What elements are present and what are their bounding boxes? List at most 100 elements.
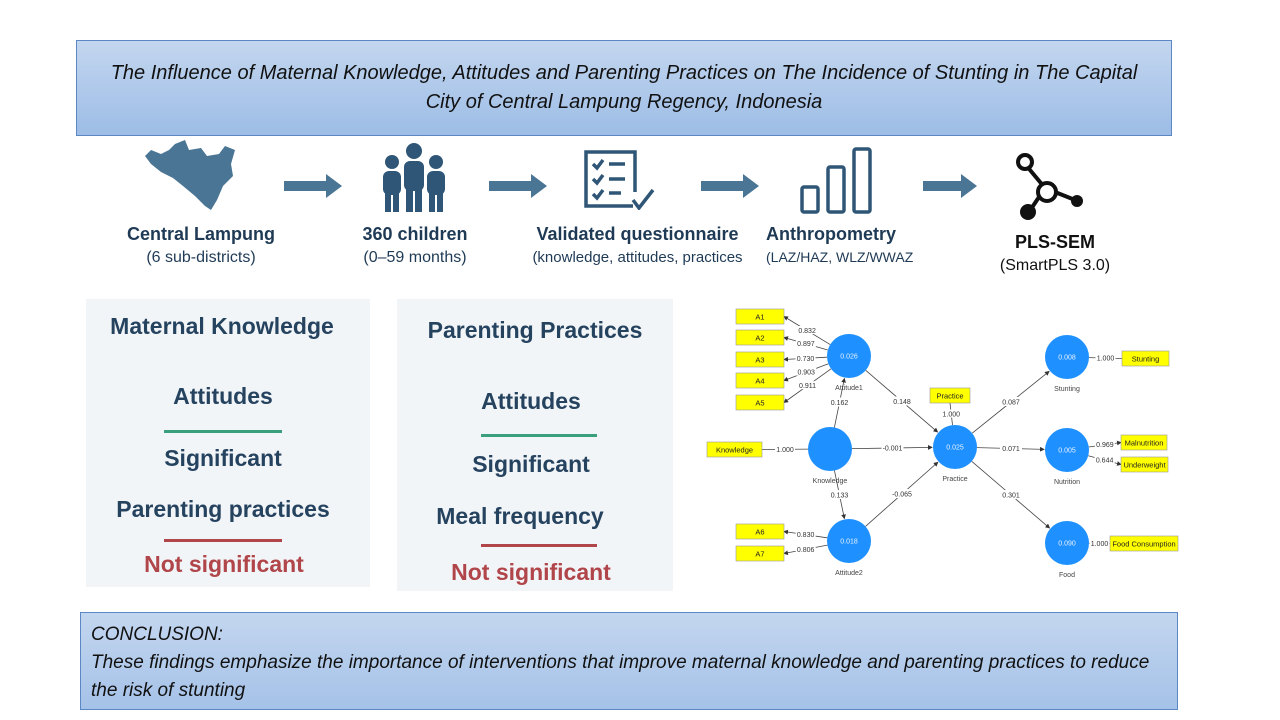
page-title: The Influence of Maternal Knowledge, Att…: [110, 62, 1138, 113]
checklist-icon: [584, 150, 655, 210]
r-squared-value: 0.018: [840, 539, 858, 546]
panel-maternal-knowledge: Maternal Knowledge Attitudes Significant…: [86, 299, 370, 587]
path-label-bg: [891, 396, 913, 406]
step-title: Central Lampung: [126, 224, 275, 244]
step-title: Validated questionnaire: [536, 224, 739, 244]
step-study-area: Central Lampung (6 sub-districts): [100, 224, 302, 267]
step-subtitle: (LAZ/HAZ, WLZ/WWAZ: [766, 249, 914, 265]
indicator-label: A5: [755, 399, 764, 408]
outer-loading: 1.000: [1097, 356, 1115, 363]
path-coefficient: 0.148: [893, 399, 911, 406]
loading-label-bg: [797, 381, 818, 390]
loading-label-bg: [775, 444, 796, 453]
path-coefficient: -0.065: [892, 492, 912, 499]
path-coefficient: 0.071: [1002, 446, 1020, 453]
not-significant-line: [481, 544, 597, 547]
finding-item: Meal frequency: [436, 503, 604, 529]
flow-arrow: [701, 174, 759, 198]
panel-heading: Parenting Practices: [427, 317, 643, 343]
indicator-box: [1109, 535, 1179, 552]
indicator-box: [735, 545, 785, 562]
indicator-box: [735, 329, 785, 346]
finding-item: Attitudes: [481, 388, 581, 414]
outer-loading: 0.730: [797, 356, 815, 363]
loading-label-bg: [795, 353, 816, 362]
path-coefficient: -0.001: [883, 446, 903, 453]
r-squared-value: 0.005: [1058, 448, 1076, 455]
loading-label-bg: [796, 367, 817, 376]
indicator-label: A3: [755, 356, 764, 365]
step-subtitle: (knowledge, attitudes, practices: [532, 249, 743, 266]
not-significant-line: [164, 539, 282, 542]
indicator-label: Malnutrition: [1125, 439, 1164, 448]
people-icon: [383, 143, 445, 212]
loading-label-bg: [941, 409, 962, 418]
step-questionnaire: Validated questionnaire (knowledge, atti…: [510, 224, 765, 266]
latent-variable-label: Attitude1: [835, 385, 863, 392]
pls-sem-path-diagram: 0.162 -0.001 0.133 0.148 -0.065 0.087 0.071 0.3…: [706, 308, 1179, 579]
step-title: PLS-SEM: [1014, 232, 1095, 252]
loading-label-bg: [797, 326, 818, 335]
flow-arrow: [923, 174, 977, 198]
indicator-label: A2: [755, 334, 764, 343]
step-subtitle: (0–59 months): [363, 249, 467, 266]
outer-loading: 0.644: [1096, 458, 1114, 465]
path-label-bg: [881, 443, 904, 452]
indicator-box: [735, 351, 785, 368]
latent-variable-label: Knowledge: [813, 478, 848, 485]
finding-result: Not significant: [451, 559, 611, 585]
latent-variable-label: Nutrition: [1054, 479, 1080, 486]
finding-result: Significant: [472, 451, 590, 477]
r-squared-value: 0.090: [1058, 541, 1076, 548]
step-title: 360 children: [362, 224, 468, 244]
path-label-bg: [828, 397, 851, 407]
path-coefficient: 0.301: [1002, 493, 1020, 500]
step-subtitle: (SmartPLS 3.0): [999, 257, 1111, 274]
step-analysis: PLS-SEM (SmartPLS 3.0): [985, 232, 1125, 275]
loading-label-bg: [795, 530, 816, 539]
latent-variable-node: [1045, 335, 1089, 379]
latent-variable-label: Attitude2: [835, 570, 863, 577]
r-squared-value: 0.026: [840, 354, 858, 361]
indicator-box: [929, 387, 971, 404]
loading-label-bg: [1095, 353, 1116, 362]
indicator-label: A6: [755, 528, 764, 537]
latent-variable-node: [827, 334, 871, 378]
latent-variable-label: Stunting: [1054, 386, 1080, 393]
flow-arrow: [489, 174, 547, 198]
step-sample: 360 children (0–59 months): [330, 224, 500, 267]
path-label-bg: [828, 490, 851, 499]
latent-variable-label: Practice: [942, 476, 967, 483]
conclusion-label: CONCLUSION:: [91, 624, 223, 645]
outer-loading: 0.897: [797, 341, 815, 348]
map-icon: [145, 140, 235, 210]
step-subtitle: (6 sub-districts): [146, 249, 256, 266]
outer-loading: 0.911: [799, 383, 816, 390]
indicator-label: Knowledge: [716, 446, 753, 455]
latent-variable-node: [827, 519, 871, 563]
flow-arrow: [284, 174, 342, 198]
network-icon: [1016, 153, 1083, 220]
outer-loading: 1.000: [776, 447, 794, 454]
path-label-bg: [1000, 397, 1022, 406]
loading-label-bg: [1094, 455, 1115, 464]
path-coefficient: 0.162: [831, 400, 849, 407]
path-coefficient: 0.133: [831, 493, 849, 500]
loading-label-bg: [1094, 440, 1115, 449]
latent-variable-node: [808, 427, 852, 471]
path-coefficient: 0.087: [1002, 400, 1020, 407]
indicator-label: Underweight: [1123, 461, 1166, 470]
outer-loading: 0.832: [798, 328, 816, 335]
r-squared-value: 0.008: [1058, 355, 1076, 362]
loading-label-bg: [795, 339, 816, 348]
loading-label-bg: [1089, 538, 1110, 547]
indicator-label: Practice: [936, 392, 963, 401]
latent-variable-node: [1045, 521, 1089, 565]
path-label-bg: [1000, 443, 1022, 453]
indicator-label: Stunting: [1132, 355, 1160, 364]
title-banner: The Influence of Maternal Knowledge, Att…: [76, 40, 1172, 136]
r-squared-value: 0.025: [946, 445, 964, 452]
outer-loading: 1.000: [942, 412, 960, 419]
indicator-box: [735, 523, 785, 540]
latent-variable-node: [1045, 428, 1089, 472]
